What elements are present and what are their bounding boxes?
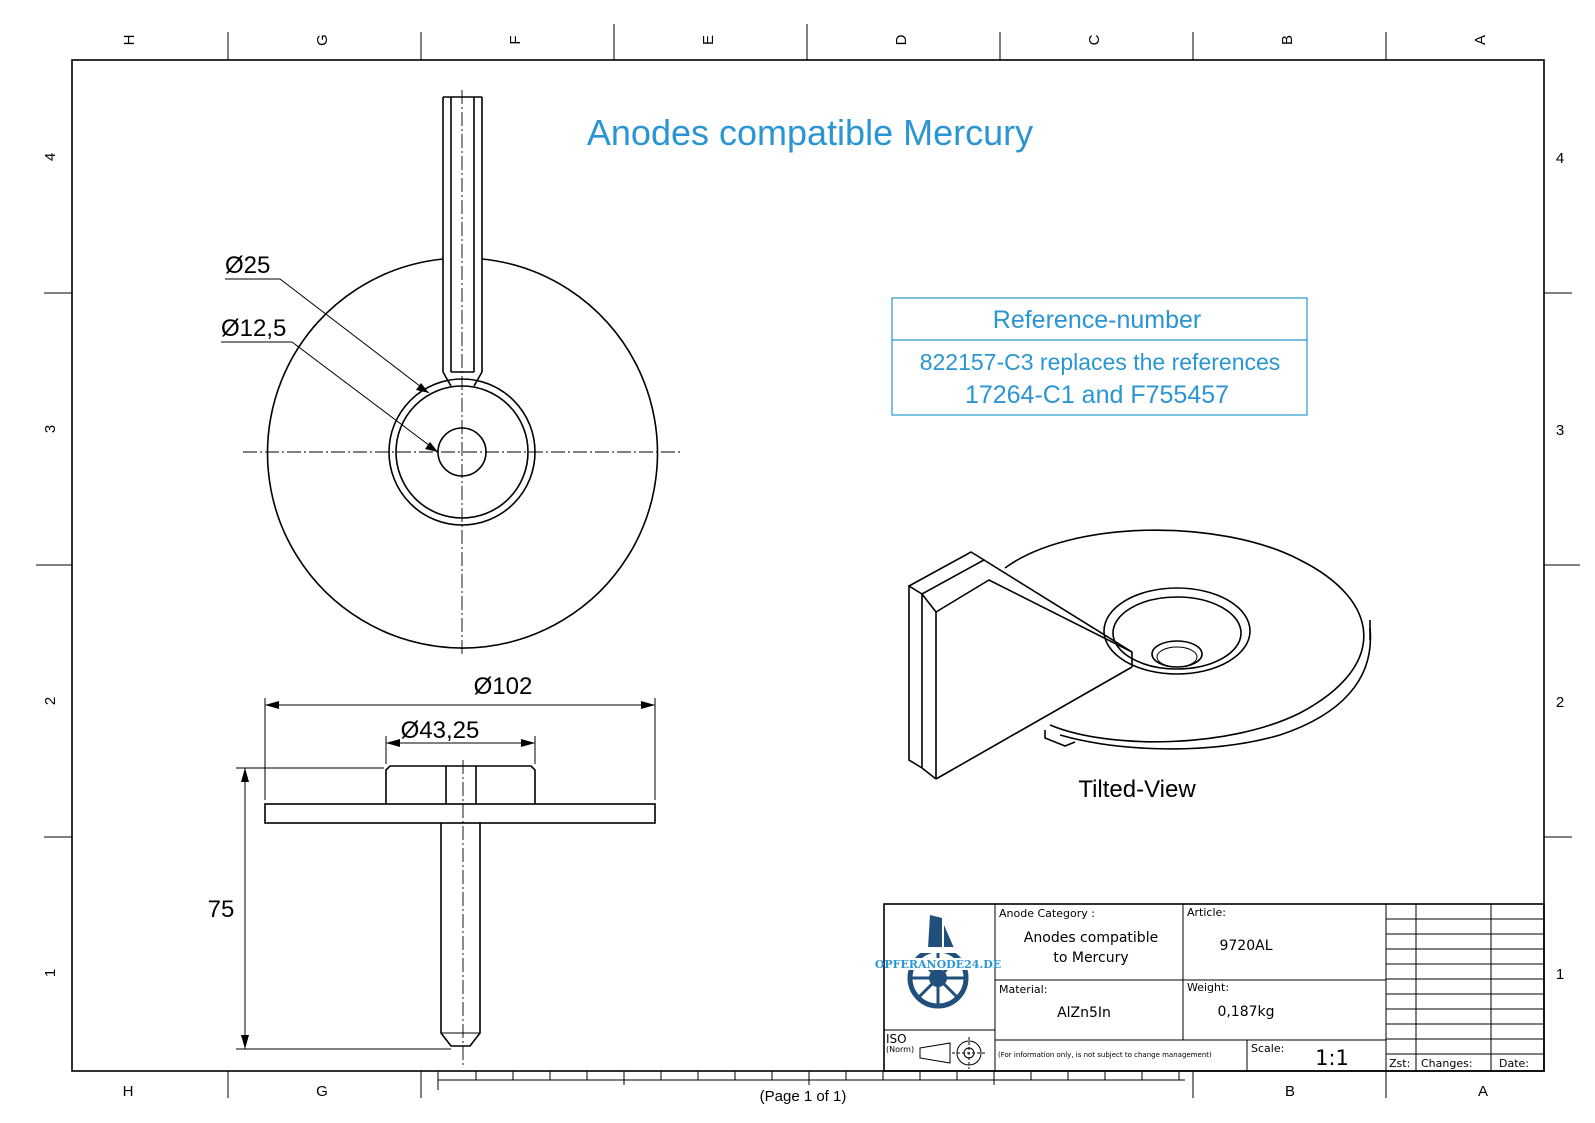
- reference-box: [891, 297, 1308, 416]
- info-note: (For information only, is not subject to…: [998, 1051, 1212, 1059]
- right-zone-numbers: 4 3 2 1: [1556, 150, 1564, 983]
- disc-outline: [266, 258, 659, 649]
- scale-ruler: [437, 1071, 1185, 1090]
- left-zone-numbers: 4 3 2 1: [42, 153, 59, 977]
- iso-projection-symbol: [919, 1037, 986, 1069]
- zone-right-4: 4: [1556, 150, 1564, 167]
- stem-profile: [440, 823, 481, 1047]
- top-zone-letters: H G F E D C B A: [121, 34, 1489, 46]
- zone-top-d: D: [893, 34, 910, 45]
- zone-right-3: 3: [1556, 422, 1564, 439]
- zone-left-1: 1: [42, 969, 59, 977]
- reference-line-1: 822157-C3 replaces the references: [920, 349, 1281, 375]
- top-view-leaders: [221, 278, 439, 453]
- tilted-disc-bottom: [1059, 627, 1372, 750]
- zone-right-2: 2: [1556, 694, 1564, 711]
- dim-d25: Ø25: [225, 252, 270, 279]
- tilted-disc-top: [1004, 529, 1365, 743]
- zone-left-2: 2: [42, 697, 59, 705]
- zone-bottom-a: A: [1478, 1083, 1488, 1100]
- changes-label: Changes:: [1421, 1057, 1473, 1070]
- category-value-line-2: to Mercury: [1053, 950, 1128, 966]
- tilted-view-label: Tilted-View: [1078, 776, 1196, 803]
- iso-label: ISO: [886, 1032, 907, 1046]
- zone-bottom-g: G: [316, 1083, 328, 1100]
- tilted-boss-inner: [1112, 596, 1242, 670]
- dim-line-d43-25: [385, 736, 536, 764]
- title-block: [883, 903, 1545, 1072]
- side-zone-dividers: [36, 292, 1580, 838]
- category-value-line-1: Anodes compatible: [1024, 930, 1158, 946]
- dim-d43-25: Ø43,25: [401, 717, 480, 744]
- disc-plate: [264, 803, 656, 824]
- zone-top-g: G: [314, 34, 331, 46]
- zone-left-3: 3: [42, 425, 59, 433]
- bottom-zone-letters: H G B A: [123, 1083, 1488, 1100]
- zst-label: Zst:: [1389, 1057, 1410, 1070]
- page-label: (Page 1 of 1): [760, 1088, 847, 1105]
- material-value: AlZn5In: [1057, 1005, 1111, 1021]
- zone-top-c: C: [1086, 34, 1103, 45]
- bottom-zone-dividers: [227, 1071, 1387, 1098]
- tilted-stem-top: [907, 551, 986, 595]
- reference-line-2: 17264-C1 and F755457: [965, 381, 1229, 409]
- zone-top-a: A: [1472, 35, 1489, 45]
- dim-line-75: [236, 767, 451, 1050]
- material-label: Material:: [999, 983, 1047, 996]
- tilted-view: [907, 529, 1372, 780]
- tilted-boss-outer: [1103, 587, 1251, 675]
- zone-top-f: F: [507, 35, 524, 44]
- dim-h75: 75: [208, 896, 235, 923]
- drawing-title: Anodes compatible Mercury: [587, 112, 1033, 153]
- zone-bottom-b: B: [1285, 1083, 1295, 1100]
- zone-top-e: E: [700, 35, 717, 45]
- drawing-frame: [71, 59, 1545, 1072]
- article-label: Article:: [1187, 906, 1226, 919]
- top-view: [243, 90, 680, 655]
- dim-line-d102: [264, 698, 656, 800]
- scale-value: 1:1: [1315, 1046, 1349, 1070]
- weight-label: Weight:: [1187, 981, 1229, 994]
- weight-value: 0,187kg: [1217, 1004, 1274, 1020]
- boss-profile: [385, 765, 536, 804]
- article-value: 9720AL: [1219, 938, 1272, 954]
- scale-label: Scale:: [1251, 1042, 1284, 1055]
- zone-bottom-h: H: [123, 1083, 134, 1100]
- dim-d12-5: Ø12,5: [221, 315, 286, 342]
- reference-header: Reference-number: [993, 306, 1201, 334]
- top-zone-dividers: [227, 24, 1387, 60]
- logo-text: OPFERANODE24.DE: [875, 958, 1001, 971]
- zone-left-4: 4: [42, 153, 59, 161]
- side-view: [264, 760, 656, 1065]
- zone-right-1: 1: [1556, 966, 1564, 983]
- tilted-hole: [1151, 640, 1203, 668]
- norm-label: (Norm): [886, 1045, 914, 1054]
- company-logo: [892, 915, 984, 1009]
- dim-d102: Ø102: [474, 673, 533, 700]
- category-label: Anode Category :: [999, 907, 1095, 920]
- zone-top-h: H: [121, 35, 138, 46]
- date-label: Date:: [1499, 1057, 1529, 1070]
- zone-top-b: B: [1279, 35, 1296, 45]
